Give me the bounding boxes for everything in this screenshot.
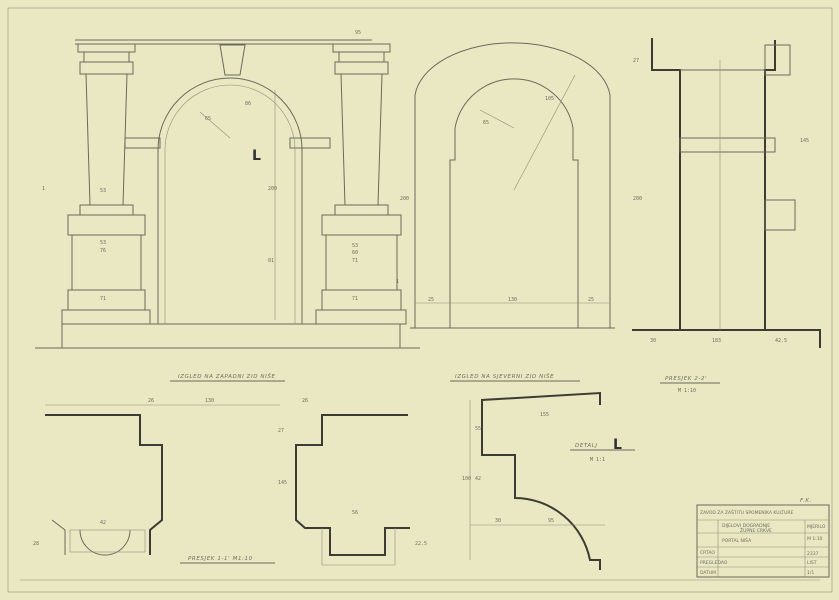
dim-label: 27 — [633, 58, 639, 64]
scale-detail: M 1:1 — [590, 457, 605, 463]
title-block: F.K. ZAVOD ZA ZAŠTITU SPOMENIKA KULTURE … — [696, 498, 830, 578]
signature: F.K. — [800, 498, 812, 504]
dim-label: 26 — [148, 398, 154, 404]
title-section-1-1: PRESJEK 1-1' M1:10 — [188, 556, 253, 562]
dim-label: 65 — [483, 120, 489, 126]
dim-label: 25 — [588, 297, 594, 303]
tb-date-label: DATUM — [700, 570, 716, 576]
dim-label: 100 — [462, 476, 471, 482]
title-section-2-2: PRESJEK 2-2' — [665, 376, 707, 382]
tb-institution: ZAVOD ZA ZAŠTITU SPOMENIKA KULTURE — [700, 509, 794, 516]
dim-label: 53 — [100, 188, 106, 194]
dim-label: 130 — [508, 297, 517, 303]
dim-label: 145 — [800, 138, 809, 144]
dim-label: 130 — [205, 398, 214, 404]
dim-label: 71 — [352, 296, 358, 302]
tb-project: DIJELOVI DOGRADNJE — [722, 523, 770, 529]
dim-label: 42.5 — [775, 338, 787, 344]
dim-label: 30 — [650, 338, 656, 344]
dim-label: 53 — [100, 240, 106, 246]
sheet-border — [7, 7, 833, 593]
dim-label: 27 — [278, 428, 284, 434]
title-elevation-middle: IZGLED NA SJEVERNI ZID NIŠE — [455, 373, 554, 380]
dim-label: 42 — [475, 476, 481, 482]
dim-label: 56 — [352, 510, 358, 516]
dim-label: 28 — [33, 541, 39, 547]
dim-label: 200 — [400, 196, 409, 202]
keystone — [219, 44, 246, 76]
tb-project-sub: ŽUPNE CRKVE — [740, 526, 772, 534]
section-1-1: 26 130 26 42 28 27 145 56 22.5 PRESJEK 1… — [33, 398, 427, 566]
dim-label: 26 — [302, 398, 308, 404]
dim-label: 71 — [352, 258, 358, 264]
tb-drawn-label: CRTAO — [700, 550, 715, 556]
dim-label: 76 — [100, 248, 106, 254]
section-mark: 1 — [42, 186, 45, 192]
scale-section-2-2: M 1:10 — [678, 388, 696, 394]
elevation-middle: 65 105 200 25 130 25 IZGLED NA SJEVERNI … — [400, 42, 615, 382]
dim-label: 42 — [100, 520, 106, 526]
dim-label: 86 — [245, 101, 251, 107]
dim-label: 65 — [205, 116, 211, 122]
dim-label: 25 — [428, 297, 434, 303]
dim-label: 71 — [100, 296, 106, 302]
dim-label: 30 — [495, 518, 501, 524]
tb-drawing: PORTAL NIŠA — [722, 537, 752, 544]
tb-checked-label: PREGLEDAO — [700, 560, 728, 566]
detail-l: 155 30 95 100 42 55 DETALJ L M 1:1 — [462, 391, 635, 570]
tb-scale: M 1:10 — [807, 536, 823, 542]
tb-sheet-label: LIST — [807, 560, 817, 566]
dim-label: 53 — [352, 243, 358, 249]
dim-label: 55 — [475, 426, 481, 432]
tb-sheet: 1/1 — [807, 570, 814, 576]
dim-label: 183 — [712, 338, 721, 344]
dim-label: 200 — [268, 186, 277, 192]
dim-label: 60 — [352, 250, 358, 256]
title-detail: DETALJ — [575, 443, 598, 449]
dim-label: 95 — [355, 30, 361, 36]
tb-sheet-no: 2337 — [807, 551, 819, 557]
detail-mark: L — [613, 437, 622, 453]
dim-label: 81 — [268, 258, 274, 264]
dim-label: 155 — [540, 412, 549, 418]
dim-label: 22.5 — [415, 541, 427, 547]
dim-label: 105 — [545, 96, 554, 102]
detail-mark: L — [252, 148, 261, 164]
dim-label: 145 — [278, 480, 287, 486]
dim-label: 95 — [548, 518, 554, 524]
dim-label: 200 — [633, 196, 642, 202]
section-2-2: 27 200 145 30 183 42.5 PRESJEK 2-2' M 1:… — [632, 38, 821, 394]
title-elevation-left: IZGLED NA ZAPADNI ZID NIŠE — [178, 373, 276, 380]
tb-scale-label: MJERILO — [807, 524, 826, 530]
elevation-left: 95 53 53 76 71 65 86 200 81 L — [35, 30, 420, 382]
section-mark: 1 — [396, 279, 399, 285]
